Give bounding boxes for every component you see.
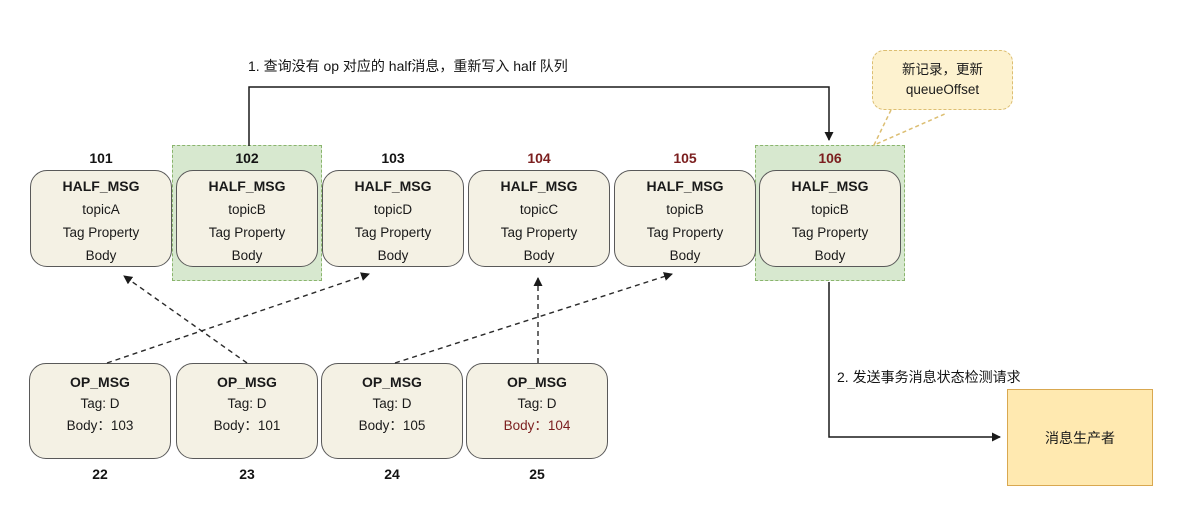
op-msg-tag: Tag: D bbox=[80, 396, 120, 411]
half-msg-tag: Tag Property bbox=[354, 225, 432, 240]
half-msg-title: HALF_MSG bbox=[791, 178, 869, 194]
op-msg-title: OP_MSG bbox=[70, 374, 130, 390]
half-msg-body: Body bbox=[231, 248, 263, 263]
half-msg-body: Body bbox=[85, 248, 117, 263]
op-offset-22: 22 bbox=[92, 466, 108, 482]
op23-to-half101-arrow bbox=[123, 275, 248, 364]
half-msg-tag: Tag Property bbox=[646, 225, 724, 240]
op-msg-body: Body：101 bbox=[213, 418, 281, 433]
op-msg-tag: Tag: D bbox=[517, 396, 557, 411]
check-request-arrow bbox=[828, 282, 1001, 442]
half-msg-topic: topicC bbox=[519, 202, 559, 217]
half-msg-topic: topicB bbox=[666, 202, 704, 217]
half-msg-body: Body bbox=[669, 248, 701, 263]
half-msg-title: HALF_MSG bbox=[62, 178, 140, 194]
step2-label: 2. 发送事务消息状态检测请求 bbox=[837, 369, 1021, 385]
half-msg-body: Body bbox=[814, 248, 846, 263]
half-offset-105: 105 bbox=[673, 150, 697, 166]
half-msg-tag: Tag Property bbox=[208, 225, 286, 240]
half-msg-105: HALF_MSG topicB Tag Property Body bbox=[614, 170, 756, 267]
half-msg-103: HALF_MSG topicD Tag Property Body bbox=[322, 170, 464, 267]
queue-offset-callout: 新记录，更新 queueOffset bbox=[872, 50, 1013, 110]
half-offset-101: 101 bbox=[89, 150, 113, 166]
op-offset-25: 25 bbox=[529, 466, 545, 482]
half-msg-106: HALF_MSG topicB Tag Property Body bbox=[759, 170, 901, 267]
op-msg-body: Body：103 bbox=[66, 418, 134, 433]
op-offset-24: 24 bbox=[384, 466, 400, 482]
producer-label: 消息生产者 bbox=[1045, 429, 1115, 446]
op-msg-tag: Tag: D bbox=[372, 396, 412, 411]
half-msg-101: HALF_MSG topicA Tag Property Body bbox=[30, 170, 172, 267]
half-msg-tag: Tag Property bbox=[791, 225, 869, 240]
callout-line1: 新记录，更新 bbox=[902, 62, 983, 77]
half-msg-tag: Tag Property bbox=[62, 225, 140, 240]
requeue-arrow bbox=[248, 86, 834, 146]
op-msg-title: OP_MSG bbox=[507, 374, 567, 390]
half-msg-title: HALF_MSG bbox=[354, 178, 432, 194]
op-offset-23: 23 bbox=[239, 466, 255, 482]
half-msg-body: Body bbox=[523, 248, 555, 263]
op24-to-half105-arrow bbox=[394, 272, 673, 364]
op22-to-half103-arrow bbox=[106, 272, 370, 364]
callout-tail bbox=[872, 109, 948, 147]
half-msg-104: HALF_MSG topicC Tag Property Body bbox=[468, 170, 610, 267]
half-msg-title: HALF_MSG bbox=[646, 178, 724, 194]
half-offset-103: 103 bbox=[381, 150, 405, 166]
op-msg-title: OP_MSG bbox=[362, 374, 422, 390]
op-msg-24: OP_MSG Tag: D Body：105 bbox=[321, 363, 463, 459]
step1-label: 1. 查询没有 op 对应的 half消息，重新写入 half 队列 bbox=[248, 58, 568, 74]
half-msg-body: Body bbox=[377, 248, 409, 263]
op-msg-25: OP_MSG Tag: D Body：104 bbox=[466, 363, 608, 459]
op-msg-23: OP_MSG Tag: D Body：101 bbox=[176, 363, 318, 459]
half-msg-topic: topicD bbox=[373, 202, 413, 217]
op-msg-body: Body：104 bbox=[503, 418, 571, 433]
half-msg-topic: topicB bbox=[811, 202, 849, 217]
message-producer-box: 消息生产者 bbox=[1007, 389, 1153, 486]
half-msg-title: HALF_MSG bbox=[500, 178, 578, 194]
op-msg-tag: Tag: D bbox=[227, 396, 267, 411]
half-offset-106: 106 bbox=[818, 150, 842, 166]
half-msg-tag: Tag Property bbox=[500, 225, 578, 240]
op-msg-22: OP_MSG Tag: D Body：103 bbox=[29, 363, 171, 459]
callout-line2: queueOffset bbox=[905, 82, 980, 97]
half-msg-title: HALF_MSG bbox=[208, 178, 286, 194]
half-msg-topic: topicA bbox=[82, 202, 120, 217]
op-msg-title: OP_MSG bbox=[217, 374, 277, 390]
half-msg-102: HALF_MSG topicB Tag Property Body bbox=[176, 170, 318, 267]
half-offset-104: 104 bbox=[527, 150, 551, 166]
op-msg-body: Body：105 bbox=[358, 418, 426, 433]
half-msg-topic: topicB bbox=[228, 202, 266, 217]
half-offset-102: 102 bbox=[235, 150, 259, 166]
